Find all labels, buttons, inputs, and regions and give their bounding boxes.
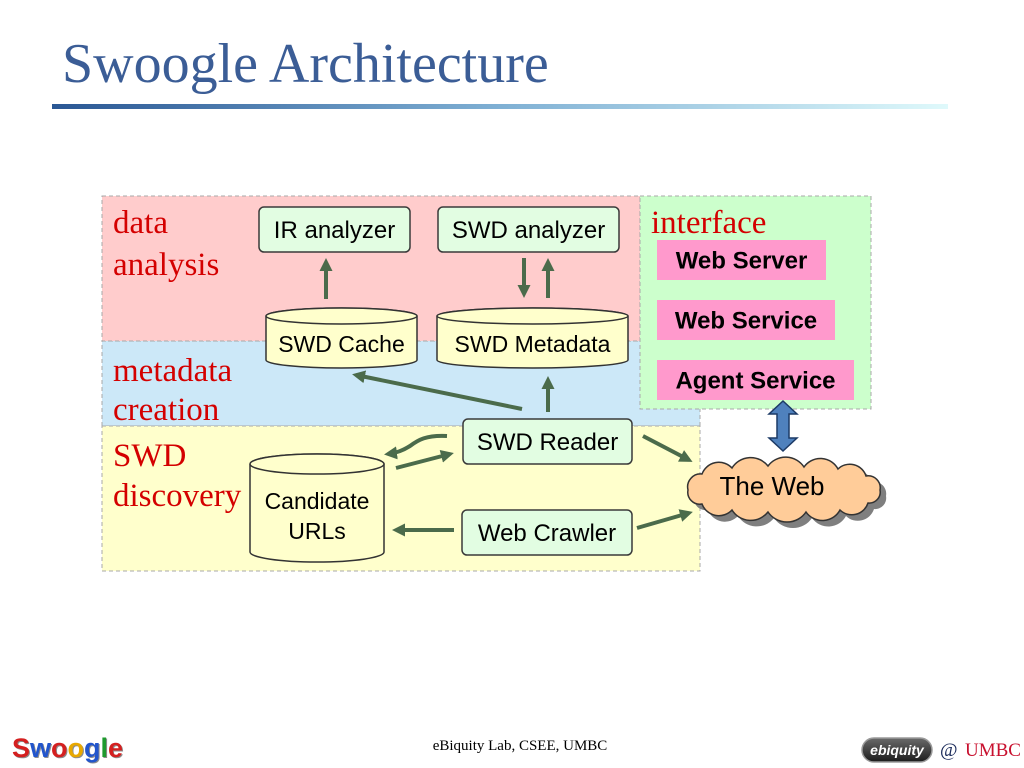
the-web-cloud-shape (686, 456, 881, 523)
ebiquity-logo-text: ebiquity (870, 742, 925, 758)
arrow-swd-reader-to-swd-cache (352, 370, 523, 411)
web-service-node: Web Service (657, 300, 835, 340)
arrow-web-crawler-to-the-web (636, 509, 693, 530)
ebiquity-logo-badge (861, 737, 933, 763)
slide-title: Swoogle Architecture (62, 33, 549, 95)
web-service-box (657, 300, 835, 340)
ir-analyzer-node: IR analyzer (258, 206, 411, 253)
swoogle-logo-letter: S (12, 733, 31, 763)
at-sign: @ (940, 740, 958, 761)
umbc-logo: UMBC (965, 740, 1021, 761)
agent-service-label: Agent Service (675, 368, 835, 395)
region-metadata-creation-label-line2: creation (113, 392, 219, 428)
arrow-swd-reader-to-candidate-urls (384, 433, 448, 460)
ir-analyzer-label: IR analyzer (274, 217, 395, 244)
swd-metadata-database: SWD Metadata (436, 307, 629, 369)
web-server-node: Web Server (657, 240, 826, 280)
region-interface-label: interface (651, 205, 766, 241)
region-swd-discovery-label-line2: discovery (113, 478, 242, 514)
agent-service-node: Agent Service (657, 360, 854, 400)
swoogle-logo-letter: e (108, 733, 124, 763)
region-swd-discovery-label-line1: SWD (113, 438, 186, 474)
title-rule (52, 104, 948, 109)
swd-reader-label: SWD Reader (477, 429, 618, 456)
web-service-label: Web Service (675, 308, 817, 335)
swoogle-logo-letter: w (30, 733, 52, 763)
swd-cache-label: SWD Cache (278, 331, 405, 357)
candidate-urls-cylinder-top (249, 453, 385, 475)
ir-analyzer-box (258, 206, 411, 253)
swd-analyzer-box (437, 206, 620, 253)
swd-reader-node: SWD Reader (462, 418, 633, 465)
region-metadata-creation-label-line1: metadata (113, 353, 232, 389)
swd-reader-box (462, 418, 633, 465)
web-server-label: Web Server (676, 248, 808, 275)
swoogle-logo-letter: o (51, 733, 68, 763)
the-web-cloud: The Web (686, 456, 887, 529)
web-crawler-box (461, 509, 633, 556)
web-crawler-label: Web Crawler (478, 520, 616, 547)
swoogle-logo-letter: o (67, 733, 85, 763)
region-data-analysis-label-line1: data (113, 205, 168, 241)
swd-metadata-label: SWD Metadata (455, 331, 611, 357)
swd-analyzer-label: SWD analyzer (452, 217, 605, 244)
agent-service-box (657, 360, 854, 400)
swd-analyzer-node: SWD analyzer (437, 206, 620, 253)
swoogle-logo-letter: l (100, 733, 109, 763)
the-web-label: The Web (719, 471, 824, 501)
candidate-urls-label-line2: URLs (288, 518, 346, 544)
ebiquity-logo: ebiquity (861, 737, 933, 763)
candidate-urls-label-line1: Candidate (265, 488, 370, 514)
arrow-candidate-urls-to-swd-reader (395, 449, 454, 470)
arrow-swd-reader-to-the-web (642, 434, 693, 462)
swd-cache-cylinder-top (265, 307, 418, 325)
footer-text: eBiquity Lab, CSEE, UMBC (433, 738, 608, 754)
swoogle-logo-letter: g (84, 733, 101, 763)
web-server-box (657, 240, 826, 280)
interface-web-double-arrow (767, 399, 799, 453)
swd-metadata-cylinder-top (436, 307, 629, 325)
region-data-analysis-label-line2: analysis (113, 247, 219, 283)
candidate-urls-database: Candidate URLs (249, 453, 385, 563)
swoogle-logo: Swoogle (12, 733, 123, 763)
web-crawler-node: Web Crawler (461, 509, 633, 556)
swd-cache-database: SWD Cache (265, 307, 418, 369)
